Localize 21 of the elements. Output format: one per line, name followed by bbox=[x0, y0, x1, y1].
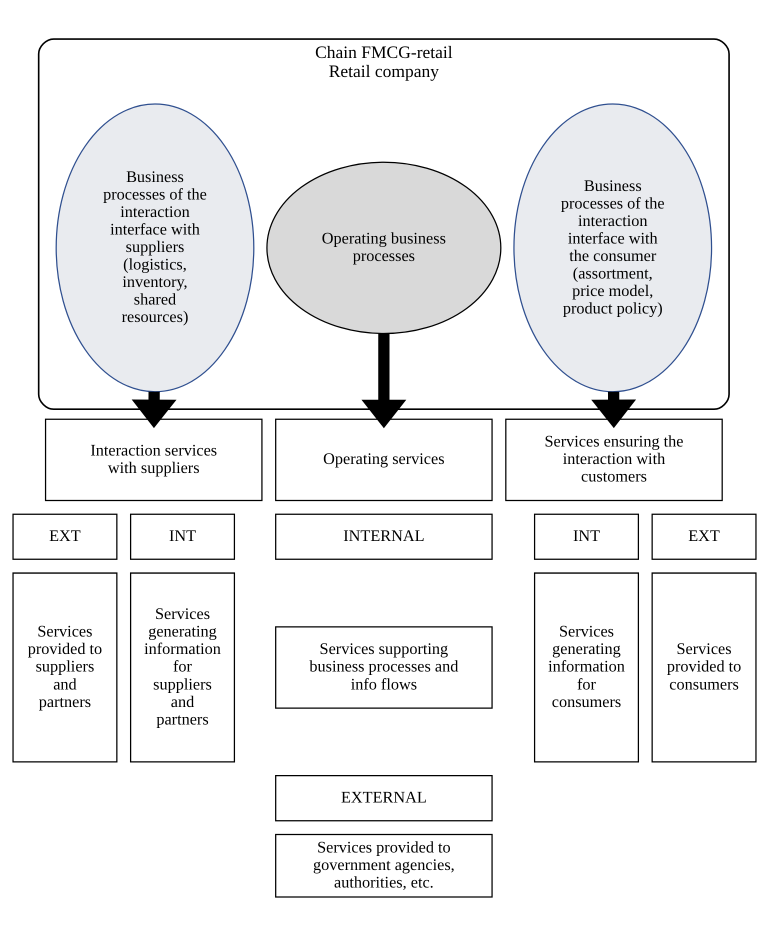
node-ellipse: Business processes of the interaction interface with suppliers (logistics, inventory, shared resources) bbox=[56, 103, 254, 392]
node-ellipse: Operating business processes bbox=[266, 162, 502, 334]
node-box: Services generating information for consumers bbox=[534, 572, 640, 763]
node-box: Services provided to consumers bbox=[652, 572, 757, 763]
node-box: Services provided to suppliers and partners bbox=[12, 572, 118, 763]
node-box: INT bbox=[130, 514, 236, 560]
node-box: Services ensuring the interaction with customers bbox=[505, 418, 723, 502]
node-ellipse: Business processes of the interaction interface with the consumer (assortment, price model, product policy) bbox=[513, 103, 712, 392]
arrow bbox=[361, 334, 406, 428]
node-box: Services provided to government agencies, authorities, etc. bbox=[275, 834, 493, 898]
node-box: Services supporting business processes and info flows bbox=[275, 626, 493, 709]
arrow bbox=[591, 392, 636, 428]
node-box: Interaction services with suppliers bbox=[44, 418, 263, 502]
node-box: Operating services bbox=[275, 418, 493, 502]
node-box: EXT bbox=[652, 514, 757, 560]
node-box: Services generating information for suppliers and partners bbox=[130, 572, 236, 763]
node-box: EXTERNAL bbox=[275, 775, 493, 822]
node-box: EXT bbox=[12, 514, 118, 560]
node-box: INTERNAL bbox=[275, 514, 493, 560]
arrow bbox=[132, 392, 177, 428]
node-box: INT bbox=[534, 514, 640, 560]
